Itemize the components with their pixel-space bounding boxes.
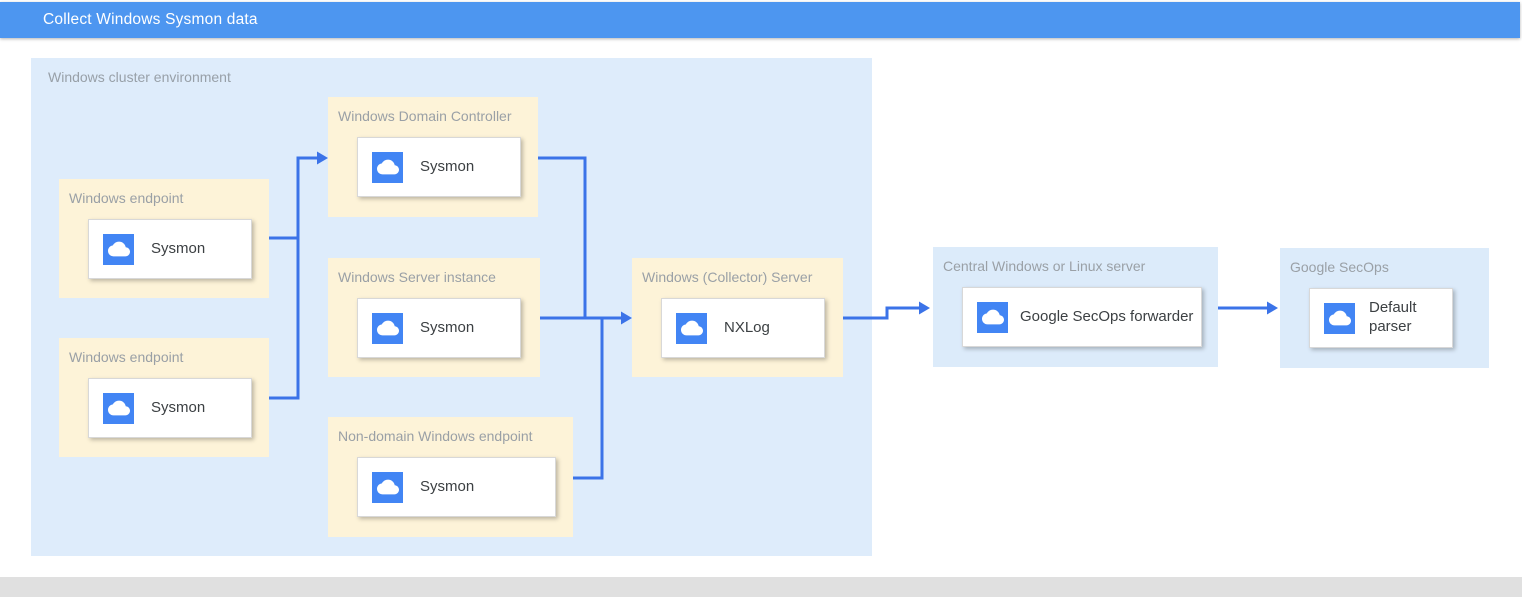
- group-label: Windows (Collector) Server: [642, 269, 813, 285]
- cloud-icon: [103, 233, 134, 265]
- card-label: Sysmon: [151, 398, 206, 416]
- cloud-icon: [372, 312, 403, 344]
- card-label: Sysmon: [151, 239, 206, 257]
- cloud-icon: [103, 392, 134, 424]
- group-label: Windows Domain Controller: [338, 108, 512, 124]
- card-label: Default parser: [1369, 299, 1417, 335]
- group-non-domain-windows-endpoint: Non-domain Windows endpoint Sysmon: [328, 417, 573, 537]
- card-nxlog: NXLog: [661, 298, 825, 358]
- cloud-icon: [676, 312, 707, 344]
- card-sysmon-non-domain: Sysmon: [357, 457, 556, 517]
- cloud-icon: [372, 471, 403, 503]
- card-label: Sysmon: [420, 318, 475, 336]
- card-sysmon-endpoint-1: Sysmon: [88, 219, 252, 279]
- card-sysmon-endpoint-2: Sysmon: [88, 378, 252, 438]
- card-label: Google SecOps forwarder: [1020, 307, 1194, 325]
- group-windows-domain-controller: Windows Domain Controller Sysmon: [328, 97, 538, 217]
- group-label: Google SecOps: [1290, 259, 1389, 275]
- group-label: Windows endpoint: [69, 349, 184, 365]
- cloud-icon: [372, 151, 403, 183]
- card-sysmon-domain-controller: Sysmon: [357, 137, 521, 197]
- group-label: Non-domain Windows endpoint: [338, 428, 533, 444]
- page-title: Collect Windows Sysmon data: [43, 11, 258, 28]
- cloud-icon: [1324, 302, 1355, 334]
- group-windows-collector-server: Windows (Collector) Server NXLog: [632, 258, 843, 377]
- card-default-parser: Default parser: [1309, 288, 1453, 348]
- group-central-windows-linux-server: Central Windows or Linux server Google S…: [933, 247, 1218, 367]
- arrowhead-google-secops: [1267, 301, 1278, 315]
- card-label: Sysmon: [420, 477, 475, 495]
- group-label: Windows endpoint: [69, 190, 184, 206]
- card-label: NXLog: [724, 318, 770, 336]
- card-google-secops-forwarder: Google SecOps forwarder: [962, 287, 1202, 347]
- group-label: Central Windows or Linux server: [943, 258, 1146, 274]
- group-windows-server-instance: Windows Server instance Sysmon: [328, 258, 540, 377]
- group-label: Windows Server instance: [338, 269, 496, 285]
- cluster-label: Windows cluster environment: [48, 69, 231, 85]
- group-windows-endpoint-2: Windows endpoint Sysmon: [59, 338, 269, 457]
- arrowhead-central-server: [919, 301, 930, 315]
- group-google-secops: Google SecOps Default parser: [1280, 248, 1489, 368]
- footer-bar: [0, 577, 1522, 597]
- card-label: Sysmon: [420, 157, 475, 175]
- cloud-icon: [977, 301, 1008, 333]
- title-bar: Collect Windows Sysmon data: [0, 2, 1520, 38]
- card-sysmon-server-instance: Sysmon: [357, 298, 521, 358]
- group-windows-endpoint-1: Windows endpoint Sysmon: [59, 179, 269, 298]
